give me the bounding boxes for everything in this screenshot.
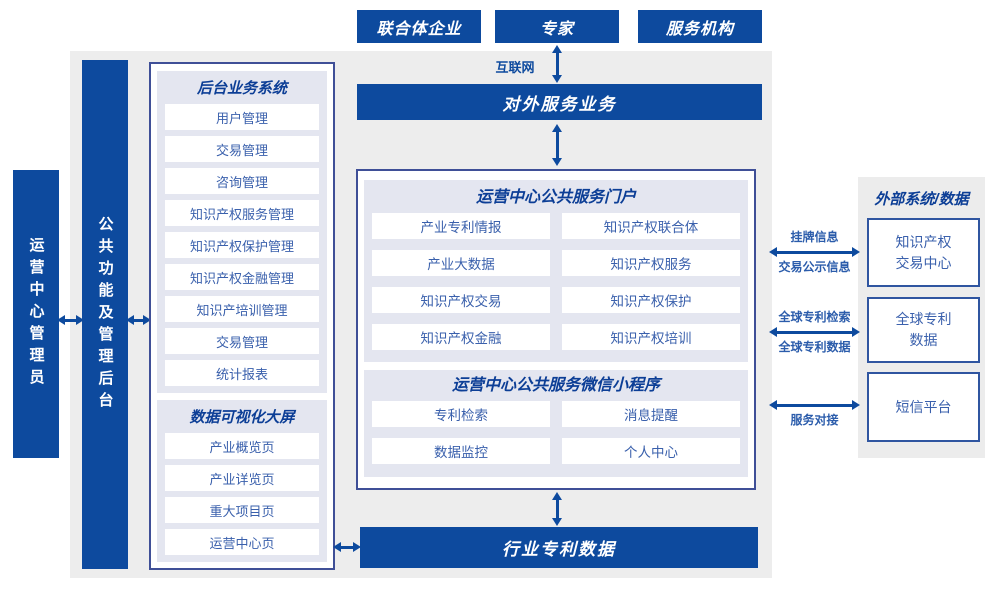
arrow-external-service-to-portal <box>550 124 564 166</box>
external-system-ip-trade-center: 知识产权 交易中心 <box>867 218 980 287</box>
arrow-to-global-patent-data <box>769 325 860 339</box>
external-system-sms-platform: 短信平台 <box>867 372 980 442</box>
public-functions-backend-label: 公共功能及管理后台 <box>96 215 114 414</box>
actor-service-agencies: 服务机构 <box>638 10 762 43</box>
arrow-admin-to-backend <box>57 313 84 327</box>
link-global-patent-bottom-label: 全球专利数据 <box>778 340 851 354</box>
portal-item-ip-protection: 知识产权保护 <box>562 287 740 313</box>
external-service-bar: 对外服务业务 <box>357 84 762 120</box>
portal-items: 产业专利情报 知识产权联合体 产业大数据 知识产权服务 知识产权交易 知识产权保… <box>364 213 748 350</box>
link-service-connect-top-label <box>769 382 860 398</box>
actor-consortium-enterprises: 联合体企业 <box>357 10 481 43</box>
portal-panel: 运营中心公共服务门户 产业专利情报 知识产权联合体 产业大数据 知识产权服务 知… <box>364 180 748 362</box>
backend-item-trade-mgmt: 交易管理 <box>165 136 319 162</box>
backend-item-ip-training-mgmt: 知识产培训管理 <box>165 296 319 322</box>
portal-item-ip-service: 知识产权服务 <box>562 250 740 276</box>
link-service-connect-bottom-label: 服务对接 <box>790 413 839 427</box>
internet-label: 互联网 <box>495 60 535 75</box>
link-listing-info: 挂牌信息 交易公示信息 <box>769 229 860 275</box>
miniapp-items: 专利检索 消息提醒 数据监控 个人中心 <box>364 401 748 464</box>
miniapp-item-patent-search: 专利检索 <box>372 401 550 427</box>
dashboard-item-operations-center: 运营中心页 <box>165 529 319 555</box>
link-service-connect: 服务对接 <box>769 382 860 428</box>
backend-item-statistics-report: 统计报表 <box>165 360 319 386</box>
arrow-to-sms-platform <box>769 398 860 412</box>
dashboard-item-major-projects: 重大项目页 <box>165 497 319 523</box>
arrow-backend-to-systems <box>126 313 151 327</box>
backend-system-items: 用户管理 交易管理 咨询管理 知识产权服务管理 知识产权保护管理 知识产权金融管… <box>157 104 327 386</box>
miniapp-panel: 运营中心公共服务微信小程序 专利检索 消息提醒 数据监控 个人中心 <box>364 370 748 477</box>
link-global-patent: 全球专利检索 全球专利数据 <box>769 309 860 355</box>
backend-item-ip-service-mgmt: 知识产权服务管理 <box>165 200 319 226</box>
backend-system-title: 后台业务系统 <box>196 80 287 97</box>
portal-item-ip-trade: 知识产权交易 <box>372 287 550 313</box>
industry-patent-data-bar: 行业专利数据 <box>360 527 758 568</box>
portal-item-industry-bigdata: 产业大数据 <box>372 250 550 276</box>
miniapp-item-data-monitor: 数据监控 <box>372 438 550 464</box>
external-systems-title: 外部系统/数据 <box>874 191 969 208</box>
arrow-internet-to-external-service <box>550 45 564 83</box>
arrow-dashboard-to-industry-data <box>333 540 361 554</box>
backend-item-consult-mgmt: 咨询管理 <box>165 168 319 194</box>
external-system-global-patent-data: 全球专利 数据 <box>867 297 980 363</box>
dashboard-item-industry-detail: 产业详览页 <box>165 465 319 491</box>
backend-system-panel: 后台业务系统 用户管理 交易管理 咨询管理 知识产权服务管理 知识产权保护管理 … <box>157 71 327 393</box>
backend-item-ip-protection-mgmt: 知识产权保护管理 <box>165 232 319 258</box>
link-listing-info-bottom-label: 交易公示信息 <box>778 260 851 274</box>
link-listing-info-top-label: 挂牌信息 <box>790 230 839 244</box>
actor-experts: 专家 <box>495 10 619 43</box>
arrow-portal-to-industry-data <box>550 492 564 526</box>
portal-item-ip-consortium: 知识产权联合体 <box>562 213 740 239</box>
backend-item-user-mgmt: 用户管理 <box>165 104 319 130</box>
backend-item-trade-mgmt-2: 交易管理 <box>165 328 319 354</box>
dashboard-items: 产业概览页 产业详览页 重大项目页 运营中心页 <box>157 433 327 555</box>
portal-item-industry-patent-intel: 产业专利情报 <box>372 213 550 239</box>
arrow-to-ip-trade-center <box>769 245 860 259</box>
portal-item-ip-finance: 知识产权金融 <box>372 324 550 350</box>
dashboard-item-industry-overview: 产业概览页 <box>165 433 319 459</box>
public-functions-backend-bar: 公共功能及管理后台 <box>82 60 128 569</box>
portal-title: 运营中心公共服务门户 <box>475 189 636 206</box>
portal-item-ip-training: 知识产权培训 <box>562 324 740 350</box>
operations-center-admin-label: 运营中心管理员 <box>27 237 45 391</box>
miniapp-title: 运营中心公共服务微信小程序 <box>451 377 660 394</box>
dashboard-panel: 数据可视化大屏 产业概览页 产业详览页 重大项目页 运营中心页 <box>157 400 327 562</box>
dashboard-title: 数据可视化大屏 <box>189 409 295 426</box>
miniapp-item-message-alert: 消息提醒 <box>562 401 740 427</box>
link-global-patent-top-label: 全球专利检索 <box>778 310 851 324</box>
backend-item-ip-finance-mgmt: 知识产权金融管理 <box>165 264 319 290</box>
operations-center-admin-bar: 运营中心管理员 <box>13 170 59 458</box>
miniapp-item-personal-center: 个人中心 <box>562 438 740 464</box>
